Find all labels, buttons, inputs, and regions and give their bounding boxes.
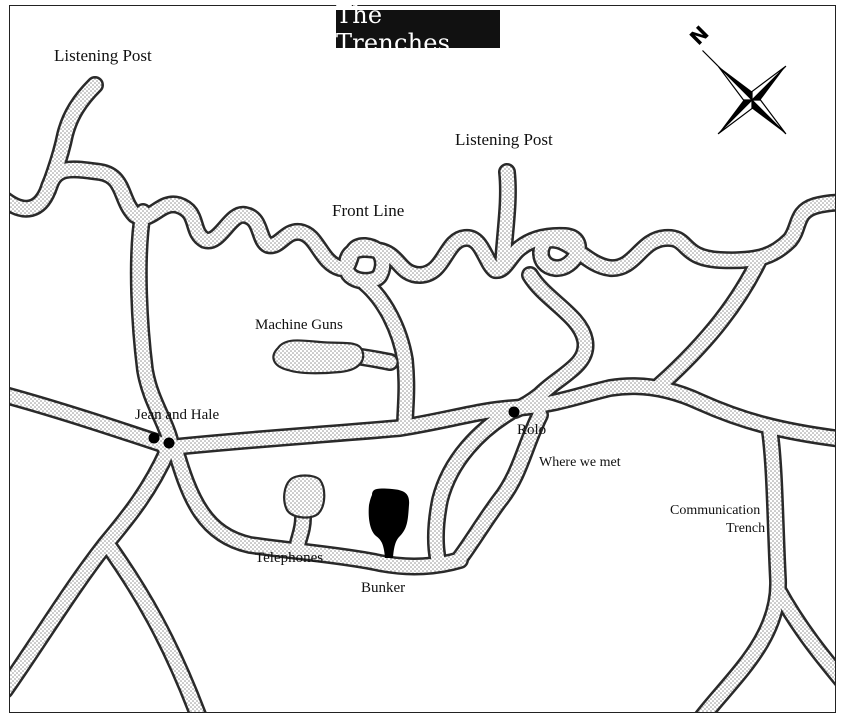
label-listening-post-right: Listening Post	[455, 130, 553, 149]
jean-marker	[148, 432, 160, 444]
label-where-we-met: Where we met	[539, 455, 621, 470]
label-communication: Communication	[670, 503, 761, 518]
rolo-marker	[508, 406, 520, 418]
label-communication-trench: Trench	[726, 521, 766, 536]
label-machine-guns: Machine Guns	[255, 317, 343, 333]
label-front-line: Front Line	[332, 201, 405, 220]
compass-north-label: N	[685, 21, 714, 50]
map-title: The Trenches	[336, 1, 500, 57]
label-bunker: Bunker	[361, 580, 406, 596]
compass-rose	[702, 50, 787, 135]
label-telephones: Telephones	[255, 550, 324, 566]
bunker-shape	[368, 488, 410, 558]
telephone-dugout	[283, 474, 326, 519]
machine-gun-nest	[272, 339, 365, 375]
hale-marker	[163, 437, 175, 449]
label-rolo: Rolo	[517, 422, 547, 438]
label-listening-post-left: Listening Post	[54, 46, 152, 65]
label-jean-and-hale: Jean and Hale	[135, 407, 220, 423]
